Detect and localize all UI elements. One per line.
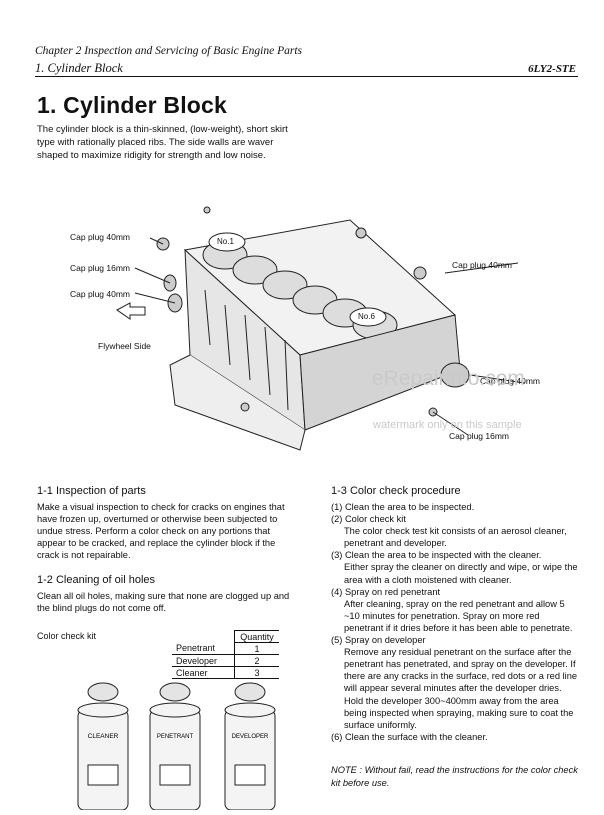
- step-5: (5) Spray on developer: [331, 635, 426, 646]
- kit-quantity-table: Quantity Penetrant 1 Developer 2 Cleaner…: [172, 630, 279, 679]
- item-name: Penetrant: [172, 642, 235, 655]
- chapter-title: Chapter 2 Inspection and Servicing of Ba…: [35, 45, 303, 57]
- cleaner-can: [77, 709, 129, 811]
- step-3: (3) Clean the area to be inspected with …: [331, 550, 542, 561]
- developer-can: [224, 709, 276, 811]
- color-check-kit-label: Color check kit: [37, 631, 97, 641]
- note-text: NOTE : Without fail, read the instructio…: [331, 765, 578, 788]
- item-name: Cleaner: [172, 666, 235, 679]
- watermark-site: eRepairinfo.com: [372, 367, 525, 390]
- section-1-3-heading: 1-3 Color check procedure: [331, 485, 461, 497]
- item-quantity: 1: [234, 642, 279, 655]
- step-4-detail: After cleaning, spray on the red penetra…: [344, 598, 573, 633]
- section-1-2-heading: 1-2 Cleaning of oil holes: [37, 574, 156, 586]
- cylinder-block-figure: Cap plug 40mm Cap plug 16mm Cap plug 40m…: [0, 195, 604, 455]
- cylinder-block-drawing: [116, 206, 526, 451]
- item-name: Developer: [172, 654, 235, 667]
- section-header: 1. Cylinder Block: [35, 61, 123, 75]
- cleaner-can-label: CLEANER: [88, 733, 119, 740]
- section-1-2-body: Clean all oil holes, making sure that no…: [37, 591, 290, 614]
- step-2-detail: The color check test kit consists of an …: [344, 526, 567, 549]
- table-row: Developer 2: [172, 654, 279, 667]
- header-rule: [35, 76, 578, 77]
- step-3-detail: Either spray the cleaner on directly and…: [344, 562, 578, 585]
- quantity-header: Quantity: [234, 630, 279, 643]
- section-1-1-heading: 1-1 Inspection of parts: [37, 485, 146, 497]
- step-4: (4) Spray on red penetrant: [331, 586, 441, 597]
- step-5-detail-2: Hold the developer 300~400mm away from t…: [344, 695, 574, 730]
- intro-paragraph: The cylinder block is a thin-skinned, (l…: [37, 124, 288, 162]
- spray-cans-illustration: CLEANER PENETRANT DEVELOPER: [70, 680, 300, 811]
- step-5-detail: Remove any residual penetrant on the sur…: [344, 647, 578, 694]
- callout-cap-plug-40-lower-right: Cap plug 40mm: [480, 376, 541, 386]
- section-1-1-body: Make a visual inspection to check for cr…: [37, 502, 285, 561]
- developer-can-label: DEVELOPER: [232, 734, 269, 740]
- watermark-notice: watermark only on this sample: [373, 419, 522, 431]
- page-title: 1. Cylinder Block: [37, 92, 228, 118]
- model-code: 6LY2-STE: [528, 63, 576, 75]
- procedure-steps: (1) Clean the area to be inspected. (2) …: [331, 501, 581, 743]
- callout-cap-plug-16-left: Cap plug 16mm: [70, 263, 131, 273]
- step-1: (1) Clean the area to be inspected.: [331, 502, 475, 512]
- callout-cap-plug-16-bottom: Cap plug 16mm: [449, 431, 510, 441]
- table-corner-cell: [172, 631, 235, 643]
- step-2: (2) Color check kit: [331, 514, 406, 525]
- callout-flywheel-side: Flywheel Side: [98, 341, 151, 351]
- table-header-row: Quantity: [172, 630, 279, 643]
- penetrant-can: [149, 709, 201, 811]
- item-quantity: 3: [234, 666, 279, 679]
- table-row: Cleaner 3: [172, 666, 279, 679]
- penetrant-can-label: PENETRANT: [157, 734, 194, 740]
- cylinder-no6-label: No.6: [358, 312, 375, 321]
- item-quantity: 2: [234, 654, 279, 667]
- callout-cap-plug-40-top: Cap plug 40mm: [70, 232, 131, 242]
- callout-cap-plug-40-left: Cap plug 40mm: [70, 289, 131, 299]
- cylinder-no1-label: No.1: [217, 237, 234, 246]
- callout-cap-plug-40-right: Cap plug 40mm: [452, 260, 513, 270]
- step-6: (6) Clean the surface with the cleaner.: [331, 731, 488, 742]
- table-row: Penetrant 1: [172, 642, 279, 655]
